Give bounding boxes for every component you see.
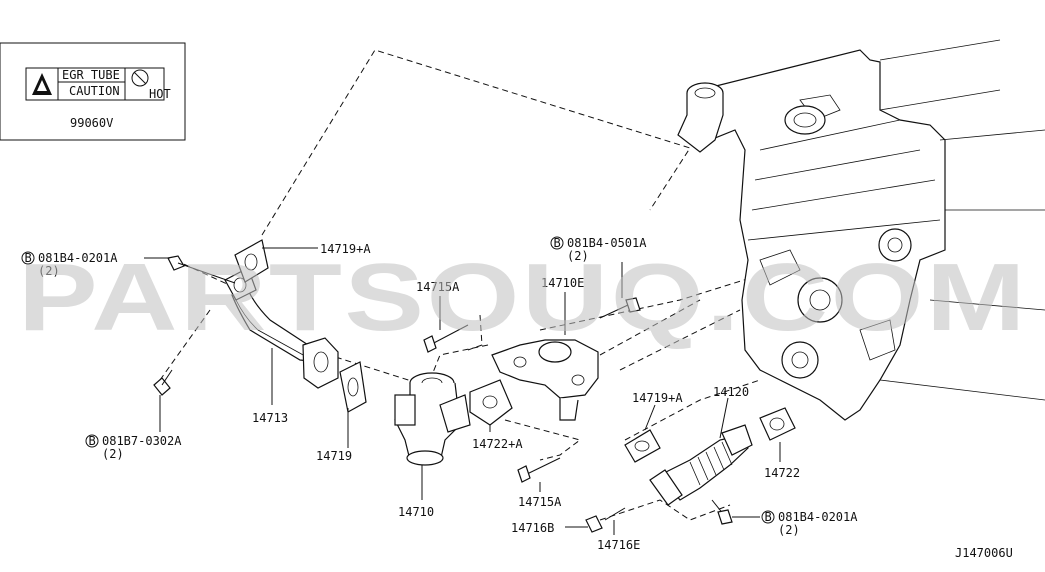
bolt-marker-081b4-0501a: B — [550, 236, 564, 250]
callout-14722a: 14722+A — [472, 437, 523, 451]
callout-14710e: 14710E — [541, 276, 584, 290]
callout-14719a-right: 14719+A — [632, 391, 683, 405]
callout-14722: 14722 — [764, 466, 800, 480]
callout-081b4-0201a-right-qty: (2) — [778, 523, 800, 537]
svg-text:B: B — [765, 510, 772, 524]
bolt-081b4-right — [711, 499, 733, 525]
callout-081b4-0201a-left-qty: (2) — [38, 264, 60, 278]
callout-14715a-top: 14715A — [416, 280, 460, 294]
leader-lines — [144, 247, 781, 535]
callout-14710: 14710 — [398, 505, 434, 519]
callout-14713: 14713 — [252, 411, 288, 425]
warning-triangle-icon — [32, 73, 52, 95]
svg-text:B: B — [25, 251, 32, 265]
callout-081b4-0201a-left: 081B4-0201A — [38, 251, 118, 265]
callout-14719: 14719 — [316, 449, 352, 463]
egr-tube-14713 — [224, 267, 339, 389]
adapter-14710e — [491, 297, 641, 421]
gasket-14719 — [339, 361, 367, 413]
callout-081b7-0302a-qty: (2) — [102, 447, 124, 461]
engine-block — [677, 39, 1045, 421]
stud-14716e — [604, 507, 626, 521]
gasket-14719a-top — [234, 239, 269, 283]
caution-tube-text: EGR TUBE — [62, 68, 120, 82]
callout-14716e: 14716E — [597, 538, 640, 552]
egr-valve-14710 — [394, 372, 471, 466]
bolt-14716b — [585, 515, 603, 533]
gasket-14722a — [469, 379, 513, 426]
caution-label-box: EGR TUBE CAUTION HOT 99060V — [0, 42, 186, 141]
gasket-14719a-right — [624, 429, 661, 463]
callout-081b7-0302a: 081B7-0302A — [102, 434, 182, 448]
callout-14719a-top: 14719+A — [320, 242, 371, 256]
callout-14120: 14120 — [713, 385, 749, 399]
bolt-marker-081b7: B — [85, 434, 99, 448]
bolt-marker-left: B — [21, 251, 35, 265]
diagram-code: J147006U — [955, 546, 1013, 560]
egr-tube-14120 — [649, 424, 753, 506]
caution-part-number: 99060V — [70, 116, 113, 130]
bolt-marker-right: B — [761, 510, 775, 524]
callout-14715a-bottom: 14715A — [518, 495, 562, 509]
stud-14715a-bottom — [517, 457, 561, 483]
callout-081b4-0501a: 081B4-0501A — [567, 236, 647, 250]
bolt-081b4-left — [167, 255, 236, 284]
svg-text:B: B — [89, 434, 96, 448]
callout-081b4-0501a-qty: (2) — [567, 249, 589, 263]
stud-14715a-top — [423, 324, 469, 353]
watermark-text: PARTSOUQ.COM — [18, 244, 1028, 351]
bolt-081b7 — [153, 369, 173, 396]
svg-text:B: B — [554, 236, 561, 250]
no-touch-icon — [131, 69, 149, 87]
callout-081b4-0201a-right: 081B4-0201A — [778, 510, 858, 524]
caution-text: CAUTION — [69, 84, 120, 98]
hot-text: HOT — [149, 87, 171, 101]
gasket-14722 — [759, 407, 796, 441]
callout-14716b: 14716B — [511, 521, 554, 535]
